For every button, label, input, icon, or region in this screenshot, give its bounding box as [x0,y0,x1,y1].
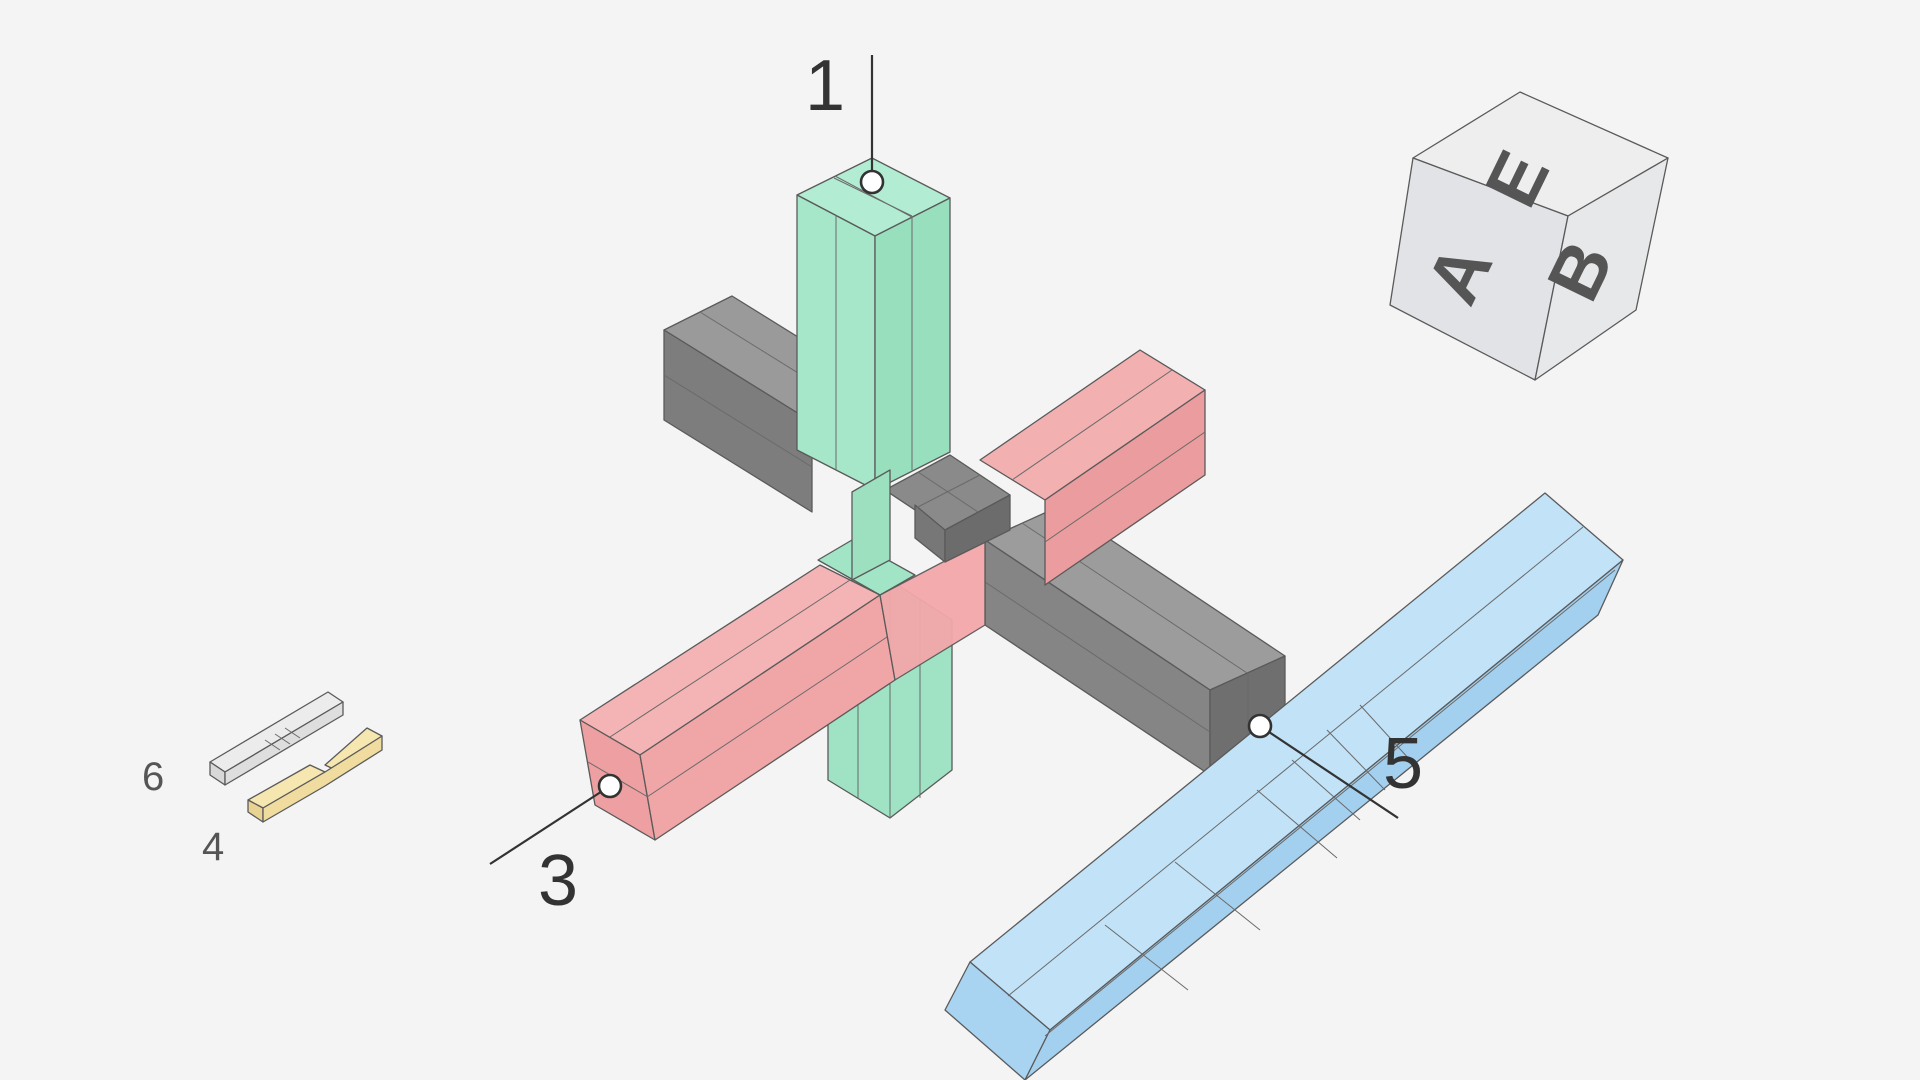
callout-5-marker[interactable] [1247,713,1273,739]
callout-1-marker[interactable] [859,169,885,195]
legend-label-4: 4 [202,825,224,869]
callout-1[interactable]: 1 [805,46,885,195]
blue-piece[interactable] [944,492,1624,1080]
view-cube-right-face[interactable] [1534,157,1669,381]
callout-3-marker[interactable] [597,773,623,799]
view-cube[interactable]: E A B [1389,91,1669,381]
red-piece[interactable] [579,349,1206,841]
callout-5-label: 5 [1383,724,1423,804]
gray-piece-front[interactable] [984,505,1286,776]
callout-3[interactable]: 3 [489,773,623,921]
callout-5[interactable]: 5 [1247,713,1423,819]
callout-3-label: 3 [538,841,578,921]
gray-center-block[interactable] [884,454,1011,563]
green-piece-upper[interactable] [796,157,951,596]
legend-label-6: 6 [142,755,164,799]
legend-item-6[interactable]: 6 [142,691,344,799]
parts-legend[interactable]: 6 4 [142,691,383,869]
callout-1-label: 1 [805,46,845,126]
legend-item-4[interactable]: 4 [202,727,383,869]
